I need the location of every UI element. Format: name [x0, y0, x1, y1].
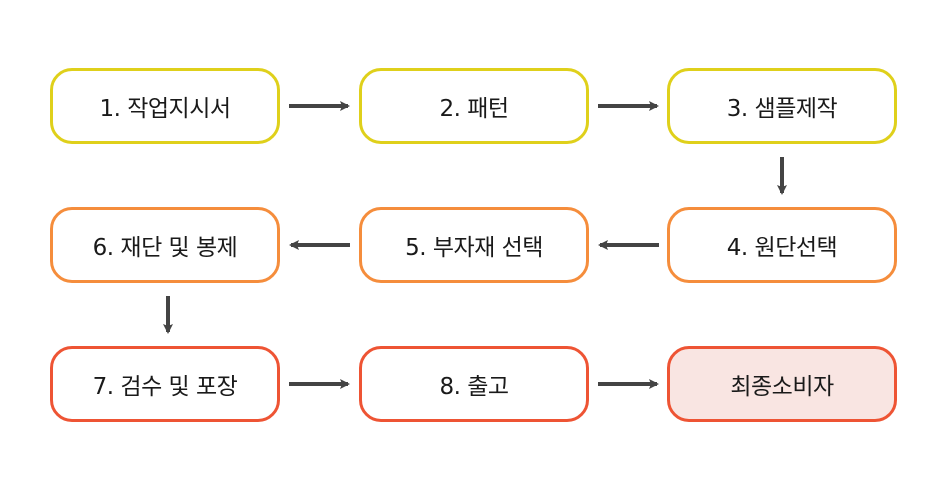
step-7-label: 7. 검수 및 포장 — [92, 374, 238, 400]
step-2-pattern: 2. 패턴 — [359, 68, 589, 144]
step-8-label: 8. 출고 — [439, 374, 509, 400]
step-6-label: 6. 재단 및 봉제 — [92, 235, 238, 261]
step-5-accessory-selection: 5. 부자재 선택 — [359, 207, 589, 283]
final-consumer-label: 최종소비자 — [730, 374, 834, 400]
step-4-fabric-selection: 4. 원단선택 — [667, 207, 897, 283]
final-consumer: 최종소비자 — [667, 346, 897, 422]
step-5-label: 5. 부자재 선택 — [405, 235, 543, 261]
step-3-label: 3. 샘플제작 — [726, 96, 838, 122]
step-3-sample-making: 3. 샘플제작 — [667, 68, 897, 144]
step-1-label: 1. 작업지시서 — [99, 96, 231, 122]
step-6-cutting-and-sewing: 6. 재단 및 봉제 — [50, 207, 280, 283]
step-8-shipping: 8. 출고 — [359, 346, 589, 422]
step-1-work-order: 1. 작업지시서 — [50, 68, 280, 144]
step-2-label: 2. 패턴 — [439, 96, 509, 122]
step-4-label: 4. 원단선택 — [726, 235, 838, 261]
step-7-inspection-and-packaging: 7. 검수 및 포장 — [50, 346, 280, 422]
